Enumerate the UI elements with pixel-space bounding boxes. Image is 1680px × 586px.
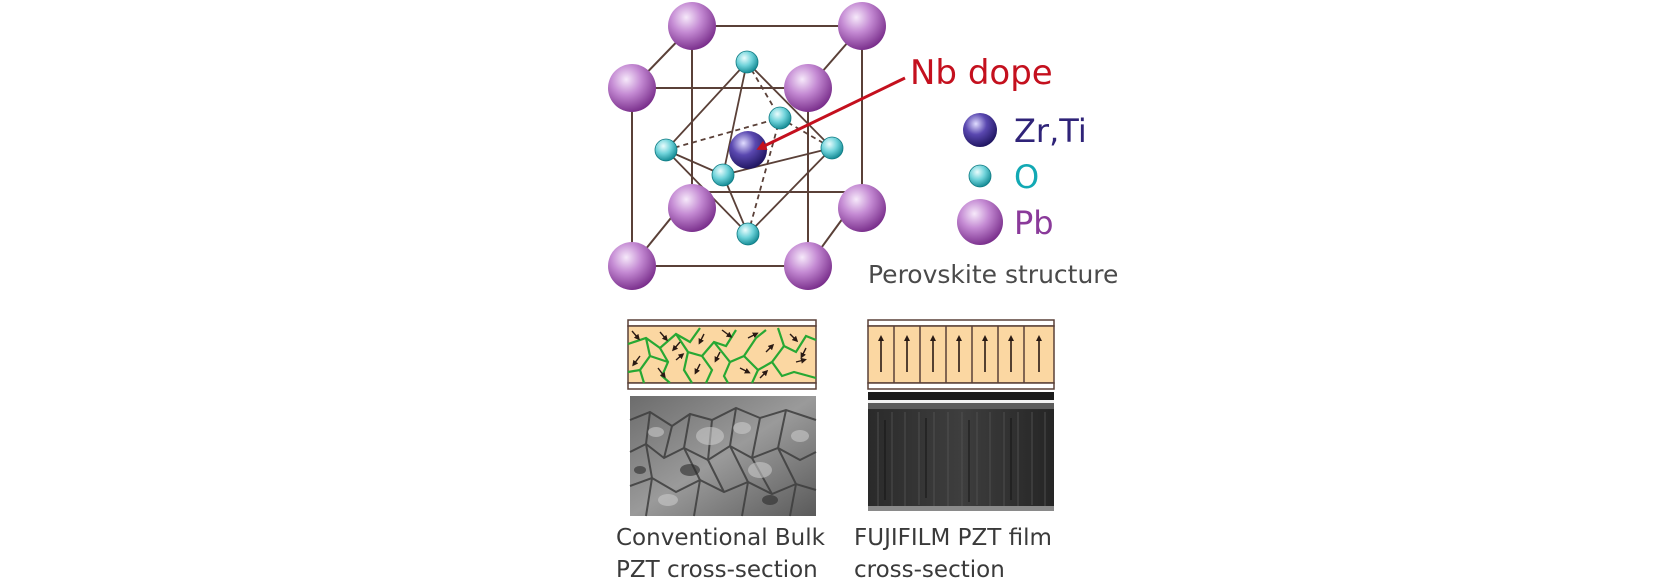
zrti-center-atom <box>729 131 767 169</box>
bulk-caption-line1: Conventional Bulk <box>616 525 825 551</box>
film-caption-line2: cross-section <box>854 557 1005 583</box>
bulk-caption-line2: PZT cross-section <box>616 557 818 583</box>
columnar-grain-boundaries <box>893 326 1025 383</box>
cube-front-face <box>631 87 809 267</box>
dope-label: Nb dope <box>910 53 1053 93</box>
legend: Zr,Ti O Pb <box>957 112 1087 245</box>
pb-atoms-front <box>608 64 832 290</box>
legend-pb-label: Pb <box>1014 204 1054 242</box>
grain-boundaries <box>627 327 817 384</box>
legend-pb-swatch <box>957 199 1003 245</box>
legend-zrti-label: Zr,Ti <box>1014 112 1087 150</box>
legend-o-label: O <box>1014 158 1039 196</box>
aligned-polarization-arrows <box>878 335 1042 372</box>
o-atoms <box>654 50 844 246</box>
dope-arrow <box>756 76 906 150</box>
legend-zrti-swatch <box>963 113 997 147</box>
pb-atoms-back <box>668 2 886 232</box>
bulk-caption: Conventional Bulk PZT cross-section <box>616 522 825 586</box>
cube-back-face <box>691 25 863 193</box>
random-polarization-arrows <box>631 329 807 379</box>
film-sem-image <box>868 392 1054 511</box>
film-schematic <box>867 319 1055 390</box>
bulk-schematic <box>627 319 817 390</box>
bulk-sem-image <box>629 396 817 517</box>
film-caption: FUJIFILM PZT film cross-section <box>854 522 1052 586</box>
legend-o-swatch <box>968 164 992 188</box>
film-caption-line1: FUJIFILM PZT film <box>854 525 1052 551</box>
structure-caption: Perovskite structure <box>868 260 1118 289</box>
